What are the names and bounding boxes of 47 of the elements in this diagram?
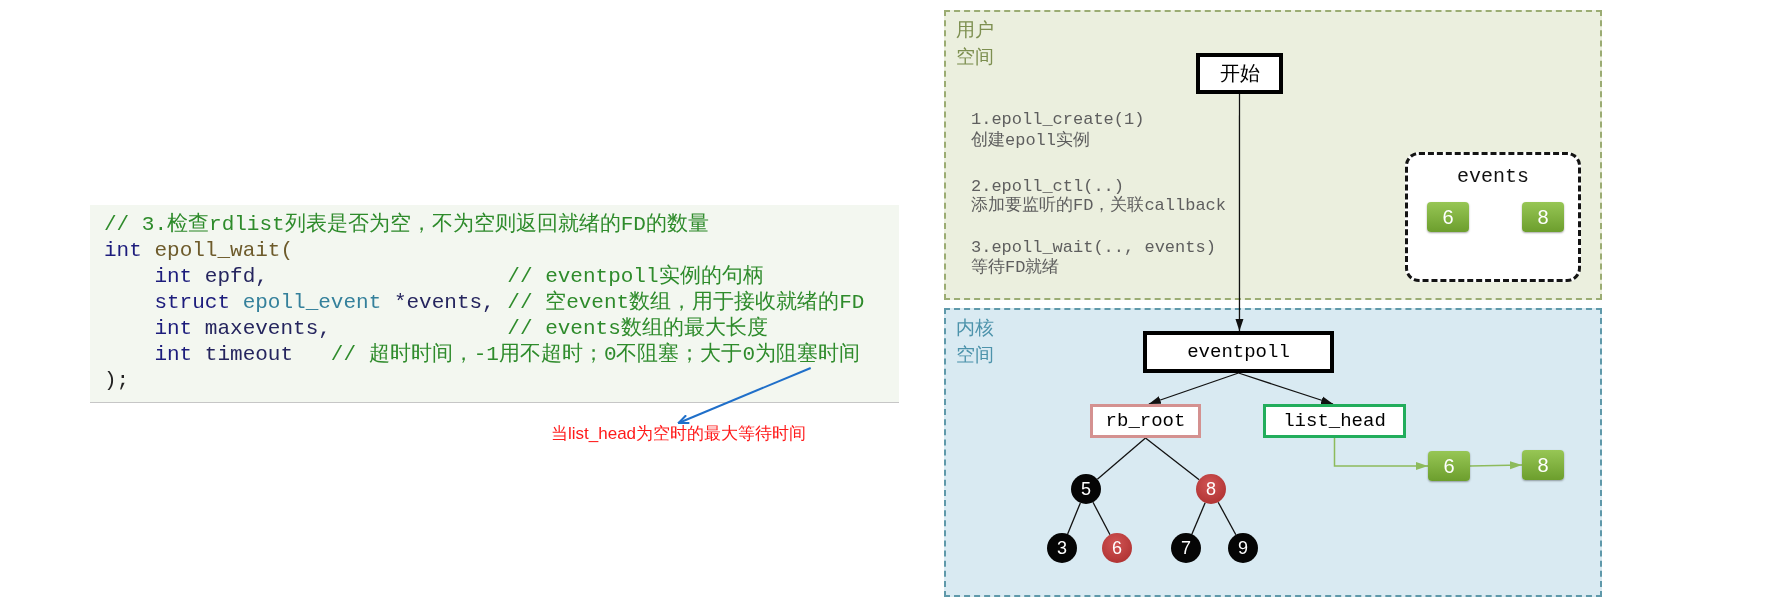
tree-node-circle: 8 xyxy=(1196,474,1226,504)
code-line: int maxevents, // events数组的最大长度 xyxy=(154,316,768,342)
code-line: struct epoll_event *events, // 空event数组，用于接收就绪的FD xyxy=(154,290,865,316)
list-head-box: list_head xyxy=(1263,404,1406,438)
arrow xyxy=(1148,372,1240,405)
arrow xyxy=(1235,93,1244,332)
step-text: 创建epoll实例 xyxy=(971,130,1090,152)
connector-line xyxy=(1096,437,1147,480)
step-text: 1.epoll_create(1) xyxy=(971,109,1145,131)
band-label: 内核空间 xyxy=(956,316,995,367)
number-tile: 8 xyxy=(1522,202,1564,232)
code-line: // 3.检查rdlist列表是否为空，不为空则返回就绪的FD的数量 xyxy=(104,212,709,238)
arrow xyxy=(1333,437,1429,470)
connector-line xyxy=(1092,501,1111,536)
tree-root-box: rb_root xyxy=(1090,404,1201,438)
band-label: 用户空间 xyxy=(956,18,995,69)
arrow xyxy=(1469,461,1523,470)
arrow xyxy=(677,367,812,425)
code-line: int epfd, // eventpoll实例的句柄 xyxy=(154,264,764,290)
number-tile: 8 xyxy=(1522,450,1564,480)
annotation-note: 当list_head为空时的最大等待时间 xyxy=(551,423,807,444)
step-text: 添加要监听的FD，关联callback xyxy=(971,195,1227,217)
events-box xyxy=(1405,152,1581,282)
step-text: 3.epoll_wait(.., events) xyxy=(971,237,1216,258)
box-title: events xyxy=(1457,165,1529,189)
arrow xyxy=(1237,372,1334,405)
start-box: 开始 xyxy=(1196,53,1283,94)
code-line: int timeout // 超时时间，-1用不超时；0不阻塞；大于0为阻塞时间 xyxy=(154,342,861,368)
number-tile: 6 xyxy=(1427,202,1469,232)
kernel-space-band xyxy=(944,308,1602,597)
connector-line xyxy=(1191,502,1206,535)
user-space-band xyxy=(944,10,1602,300)
step-text: 2.epoll_ctl(..) xyxy=(971,176,1125,196)
tree-node-circle: 7 xyxy=(1171,533,1201,563)
code-block xyxy=(90,205,899,403)
connector-line xyxy=(1144,437,1200,481)
step-text: 等待FD就绪 xyxy=(971,257,1060,279)
code-line: int epoll_wait( xyxy=(104,238,294,264)
tree-node-circle: 9 xyxy=(1228,533,1258,563)
struct-box: eventpoll xyxy=(1143,331,1334,373)
connector-line xyxy=(1217,501,1237,536)
tree-node-circle: 6 xyxy=(1102,533,1132,563)
tree-node-circle: 5 xyxy=(1071,474,1101,504)
number-tile: 6 xyxy=(1428,451,1470,481)
connector-line xyxy=(1067,502,1081,535)
code-line: ); xyxy=(104,368,130,394)
tree-node-circle: 3 xyxy=(1047,533,1077,563)
